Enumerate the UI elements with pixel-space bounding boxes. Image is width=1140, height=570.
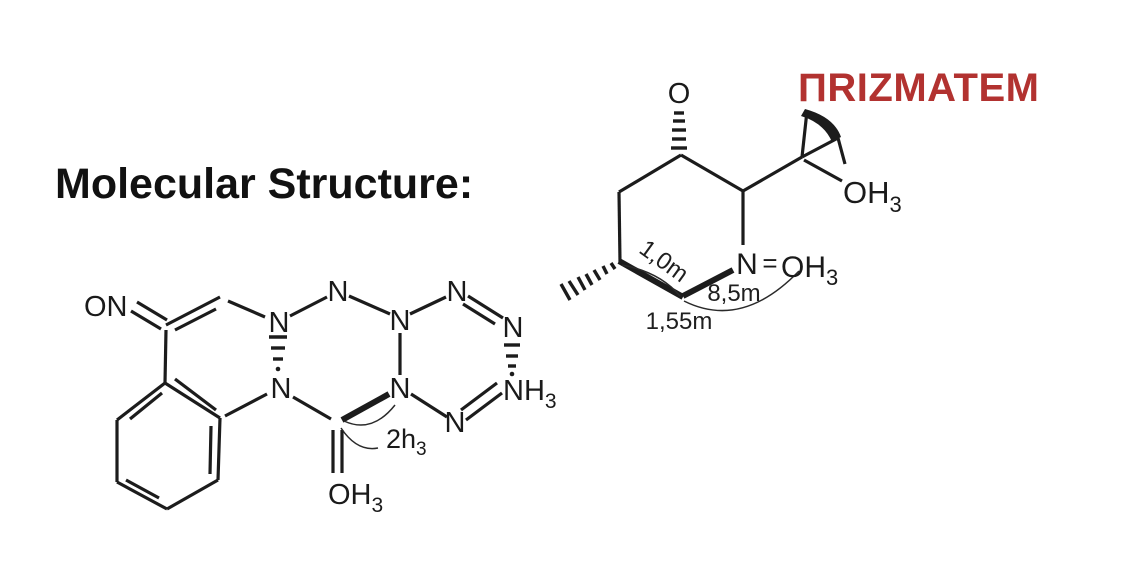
atom-label-n5: N — [390, 373, 411, 405]
atom-label-o: O — [668, 78, 691, 110]
atom-label-nh3: NH3 — [503, 375, 557, 413]
right-molecule: O N = OH3 OH3 1,0m 8,5m 1,55m — [559, 78, 902, 335]
measurement-label-3: 1,55m — [646, 308, 713, 335]
double-bond-glyph: = — [762, 248, 777, 278]
brand-title: ΠRIZMATEM — [798, 66, 1040, 110]
right-ring-bonds — [409, 294, 504, 422]
hashed-wedge-left — [559, 262, 617, 301]
atom-label-oh3: OH3 — [328, 479, 383, 517]
pyridazinone-ring-bonds — [130, 295, 268, 418]
atom-label-n2: N — [271, 373, 292, 405]
benzene-ring-bonds — [115, 381, 222, 511]
page-title: Molecular Structure: — [55, 160, 473, 208]
measurement-arcs — [621, 264, 800, 312]
atom-label-n4: N — [390, 305, 411, 337]
atom-label-n7: N — [503, 312, 524, 344]
dashed-bond-n-nh3 — [504, 343, 520, 377]
cyclopropane-group — [742, 109, 847, 193]
atom-label-n6: N — [447, 276, 468, 308]
left-molecule: ON N N N N N N N N NH3 OH3 2h3 — [84, 276, 557, 517]
dashed-bond-n1-n2 — [269, 335, 287, 372]
atom-label-n3: N — [328, 276, 349, 308]
measurement-label-2: 8,5m — [707, 280, 760, 307]
atom-label-n1: N — [269, 307, 290, 339]
hashed-wedge-oxygen — [671, 111, 687, 150]
annotation-arcs — [340, 404, 396, 450]
atom-label-on: ON — [84, 291, 128, 323]
annotation-2h3: 2h3 — [386, 424, 427, 460]
atom-label-oh3-n: OH3 — [781, 251, 838, 290]
atom-label-oh3-top: OH3 — [843, 175, 902, 217]
measurement-label-1: 1,0m — [634, 235, 693, 288]
atom-label-ring-n: N — [736, 248, 758, 281]
atom-label-n8: N — [445, 407, 466, 439]
middle-ring-bonds — [289, 294, 402, 473]
